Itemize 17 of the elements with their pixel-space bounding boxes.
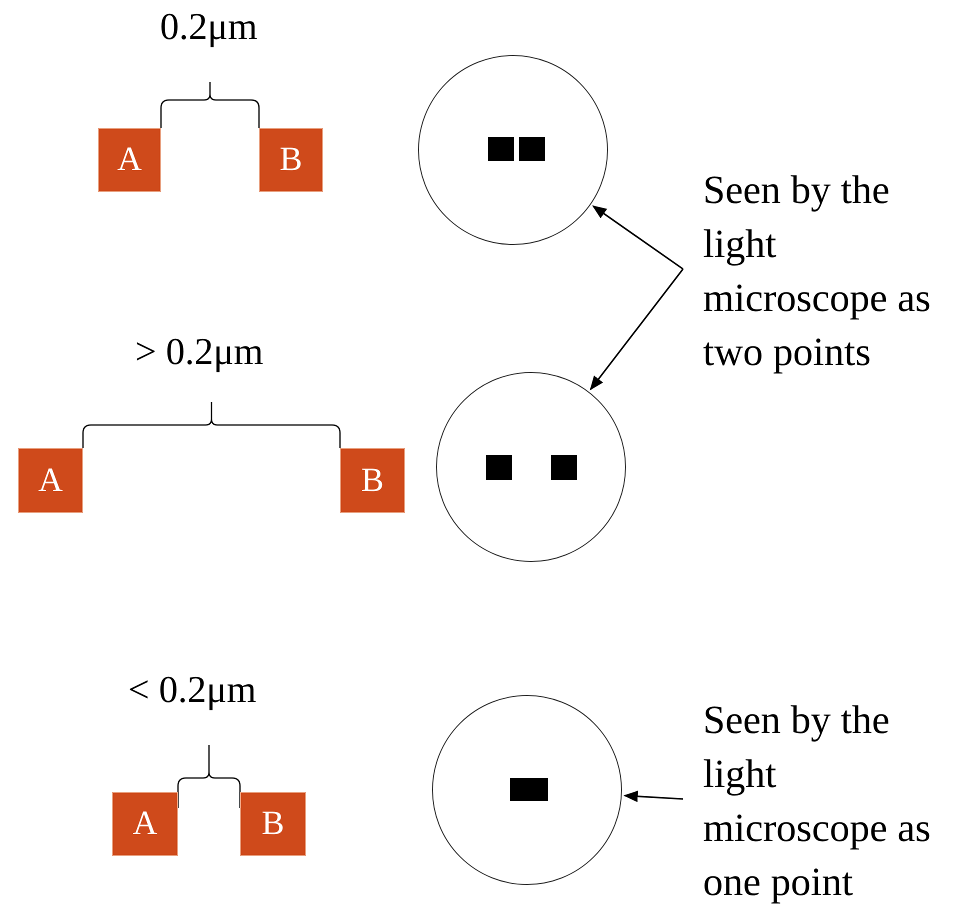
dimension-label: > 0.2μm bbox=[135, 330, 264, 374]
dimension-label: 0.2μm bbox=[160, 5, 258, 49]
leader-arrow bbox=[590, 268, 684, 390]
annotation-text: Seen by the light microscope as two points bbox=[703, 163, 943, 379]
point-box: A bbox=[98, 128, 161, 192]
point-box: B bbox=[240, 792, 306, 856]
annotation-text: Seen by the light microscope as one point bbox=[703, 693, 943, 909]
leader-arrow bbox=[592, 205, 684, 270]
field-of-view-circle bbox=[436, 372, 626, 562]
dimension-label: < 0.2μm bbox=[128, 668, 256, 712]
point-box: A bbox=[18, 448, 83, 513]
point-box: B bbox=[259, 128, 323, 192]
point-box: A bbox=[112, 792, 178, 856]
leader-arrow bbox=[623, 790, 684, 802]
field-of-view-circle bbox=[418, 55, 608, 245]
field-of-view-circle bbox=[432, 695, 622, 885]
point-box: B bbox=[340, 448, 405, 513]
